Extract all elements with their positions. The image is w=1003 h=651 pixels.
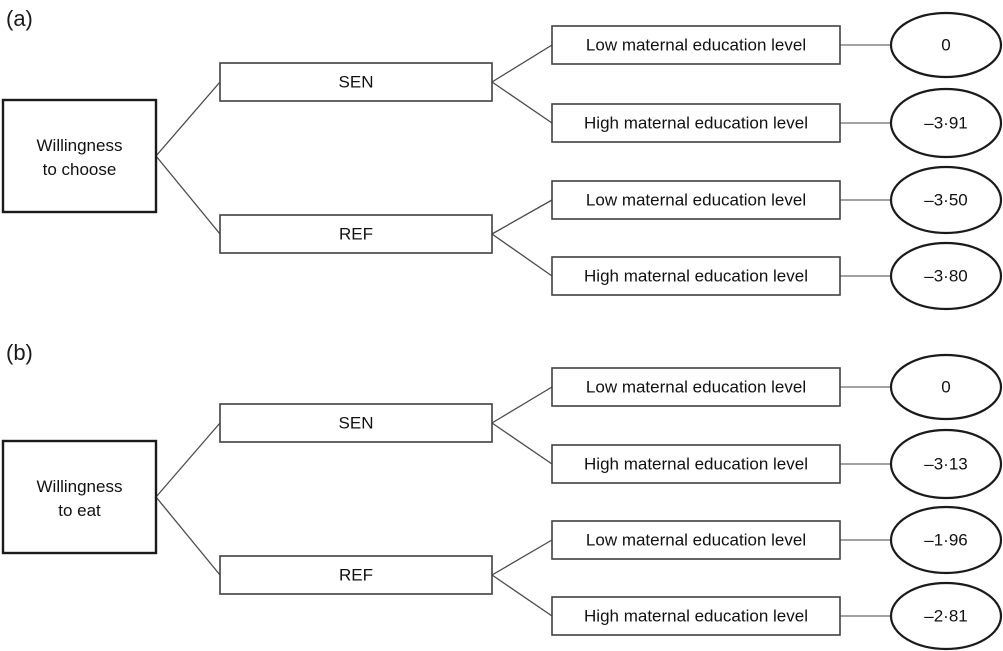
- leaf-box: [551, 367, 841, 407]
- edge-ref-to-leaf-1: [491, 539, 553, 576]
- outcome-value: –1·96: [924, 530, 967, 549]
- root-label-line2: to choose: [43, 160, 117, 179]
- sen-box: [219, 62, 493, 102]
- edge-sen-to-leaf-2: [491, 422, 553, 465]
- outcome-ellipse: [889, 87, 1003, 159]
- ref-box: [219, 555, 493, 595]
- node-root-willingness-to-eat[interactable]: Willingness to eat: [1, 439, 158, 555]
- leaf-label: Low maternal education level: [586, 530, 806, 549]
- node-leaf-ref-high[interactable]: High maternal education level: [551, 596, 841, 636]
- outcome-ellipse: [889, 165, 1003, 235]
- outcome-ellipse: [889, 428, 1003, 500]
- edge-sen-to-leaf-1: [491, 386, 553, 424]
- node-outcome-ref-high[interactable]: –3·80: [889, 241, 1003, 311]
- panel-b: (b) Willingness to eat: [1, 340, 1003, 651]
- node-outcome-ref-low[interactable]: –3·50: [889, 165, 1003, 235]
- ref-label: REF: [339, 565, 373, 584]
- outcome-value: 0: [941, 377, 950, 396]
- leaf-label: High maternal education level: [584, 266, 808, 285]
- panel-a: (a) Willingness to choose: [1, 6, 1003, 311]
- leaf-box: [551, 25, 841, 65]
- node-leaf-sen-low[interactable]: Low maternal education level: [551, 367, 841, 407]
- leaf-box: [551, 256, 841, 296]
- root-label-line2: to eat: [58, 501, 101, 520]
- outcome-value: –3·13: [924, 454, 967, 473]
- leaf-box: [551, 520, 841, 560]
- sen-label: SEN: [339, 72, 374, 91]
- node-leaf-sen-high[interactable]: High maternal education level: [551, 103, 841, 143]
- node-branch-sen[interactable]: SEN: [219, 403, 493, 443]
- leaf-box: [551, 180, 841, 220]
- edge-root-to-ref: [155, 496, 221, 576]
- outcome-ellipse: [889, 11, 1003, 79]
- outcome-value: –3·80: [924, 266, 967, 285]
- sen-box: [219, 403, 493, 443]
- edge-ref-to-leaf-2: [491, 233, 553, 277]
- outcome-value: –3·91: [924, 113, 967, 132]
- outcome-ellipse: [889, 353, 1003, 421]
- edge-sen-to-leaf-2: [491, 81, 553, 124]
- edge-root-to-sen: [155, 81, 221, 157]
- outcome-value: 0: [941, 35, 950, 54]
- node-outcome-sen-low[interactable]: 0: [889, 353, 1003, 421]
- edge-sen-to-leaf-1: [491, 44, 553, 83]
- sen-label: SEN: [339, 413, 374, 432]
- panel-a-label: (a): [6, 6, 33, 31]
- outcome-value: –3·50: [924, 190, 967, 209]
- node-leaf-sen-low[interactable]: Low maternal education level: [551, 25, 841, 65]
- root-label-line1: Willingness: [37, 477, 123, 496]
- outcome-ellipse: [889, 581, 1003, 651]
- outcome-ellipse: [889, 505, 1003, 575]
- node-outcome-ref-low[interactable]: –1·96: [889, 505, 1003, 575]
- leaf-label: High maternal education level: [584, 113, 808, 132]
- node-branch-ref[interactable]: REF: [219, 555, 493, 595]
- node-leaf-ref-low[interactable]: Low maternal education level: [551, 180, 841, 220]
- root-box: [1, 439, 158, 555]
- node-root-willingness-to-choose[interactable]: Willingness to choose: [1, 98, 158, 214]
- root-label-line1: Willingness: [37, 136, 123, 155]
- edge-root-to-ref: [155, 155, 221, 235]
- node-outcome-sen-high[interactable]: –3·13: [889, 428, 1003, 500]
- node-branch-sen[interactable]: SEN: [219, 62, 493, 102]
- node-outcome-sen-high[interactable]: –3·91: [889, 87, 1003, 159]
- leaf-label: High maternal education level: [584, 606, 808, 625]
- leaf-box: [551, 596, 841, 636]
- outcome-ellipse: [889, 241, 1003, 311]
- ref-box: [219, 214, 493, 254]
- leaf-label: High maternal education level: [584, 454, 808, 473]
- leaf-box: [551, 103, 841, 143]
- root-box: [1, 98, 158, 214]
- node-leaf-sen-high[interactable]: High maternal education level: [551, 444, 841, 484]
- edge-ref-to-leaf-2: [491, 574, 553, 617]
- leaf-box: [551, 444, 841, 484]
- leaf-label: Low maternal education level: [586, 35, 806, 54]
- node-outcome-sen-low[interactable]: 0: [889, 11, 1003, 79]
- node-outcome-ref-high[interactable]: –2·81: [889, 581, 1003, 651]
- ref-label: REF: [339, 224, 373, 243]
- node-branch-ref[interactable]: REF: [219, 214, 493, 254]
- edge-root-to-sen: [155, 422, 221, 498]
- node-leaf-ref-high[interactable]: High maternal education level: [551, 256, 841, 296]
- outcome-value: –2·81: [924, 606, 967, 625]
- panel-b-label: (b): [6, 340, 33, 365]
- leaf-label: Low maternal education level: [586, 377, 806, 396]
- node-leaf-ref-low[interactable]: Low maternal education level: [551, 520, 841, 560]
- leaf-label: Low maternal education level: [586, 190, 806, 209]
- edge-ref-to-leaf-1: [491, 199, 553, 235]
